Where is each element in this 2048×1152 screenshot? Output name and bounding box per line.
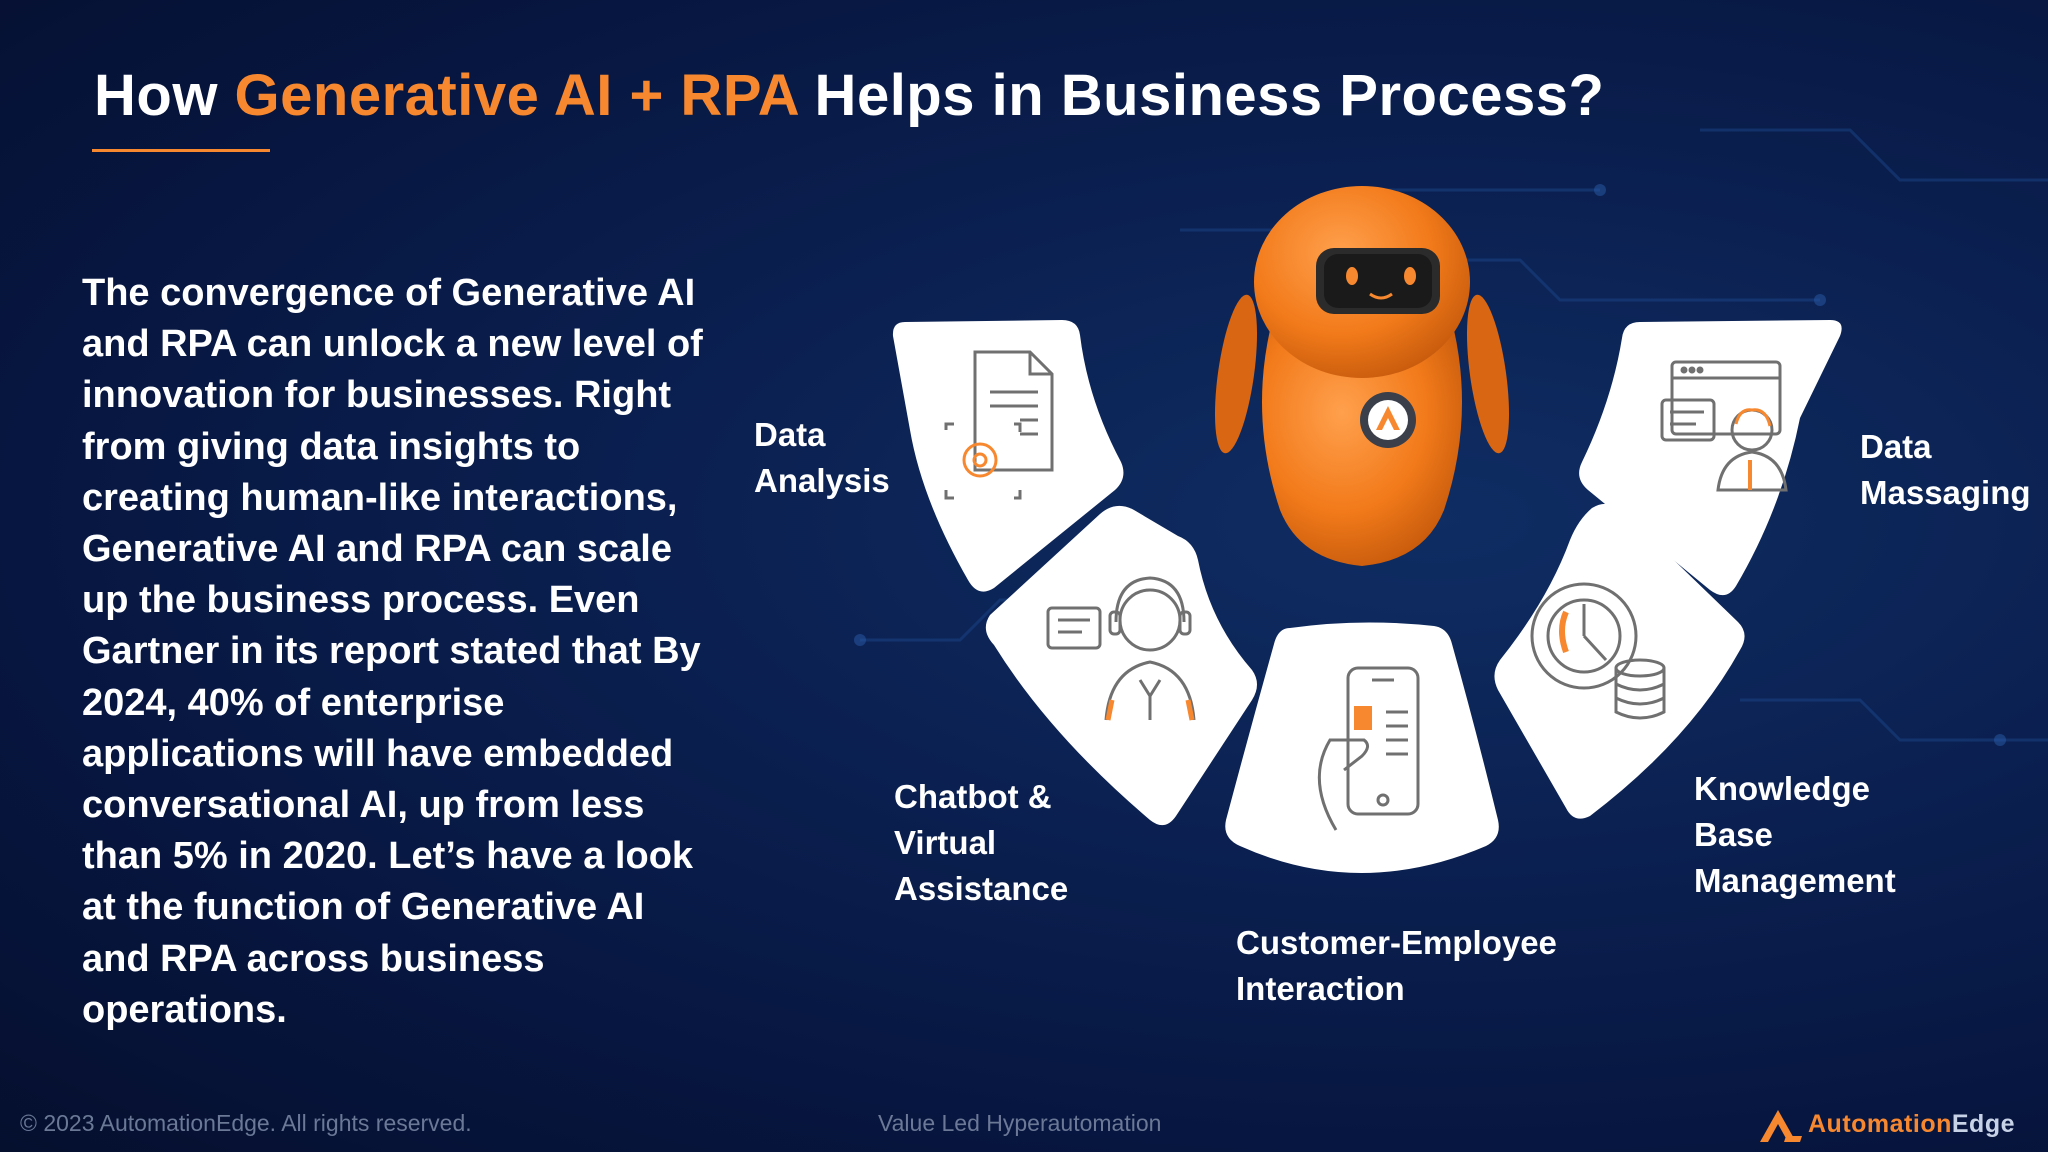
footer-tagline: Value Led Hyperautomation (878, 1110, 1162, 1136)
clock-database-icon (1530, 582, 1666, 720)
label-customer-employee: Customer-Employee Interaction (1236, 924, 1557, 1007)
mobile-phone-hand-icon (1317, 666, 1420, 831)
tile-knowledge-base (1494, 503, 1745, 819)
logo-wordmark: AutomationEdge (1808, 1110, 2015, 1139)
title-prefix: How (94, 63, 235, 128)
automationedge-logo-icon (1760, 1110, 1802, 1142)
title-highlight: Generative AI + RPA (234, 63, 798, 128)
title-suffix: Helps in Business Process? (797, 63, 1605, 128)
browser-person-icon (1660, 360, 1788, 492)
tile-chatbot (985, 505, 1257, 826)
tile-data-massaging (1579, 320, 1842, 596)
logo-part2: Edge (1951, 1110, 2015, 1138)
intro-paragraph: The convergence of Generative AI and RPA… (82, 272, 703, 1031)
document-gear-icon (944, 350, 1054, 500)
footer-copyright: © 2023 AutomationEdge. All rights reserv… (20, 1110, 472, 1136)
label-data-massaging: Data Massaging (1860, 428, 2031, 511)
label-data-analysis: Data Analysis (754, 416, 890, 499)
headset-agent-icon (1046, 576, 1196, 721)
robot-mascot (1214, 186, 1510, 566)
title-underline (92, 149, 270, 152)
tile-data-analysis (892, 320, 1124, 592)
label-knowledge-base: Knowledge Base Management (1694, 770, 1896, 899)
logo-part1: Automation (1808, 1110, 1952, 1138)
label-chatbot: Chatbot & Virtual Assistance (894, 778, 1069, 907)
tile-customer-employee (1225, 622, 1499, 873)
page-title: How Generative AI + RPA Helps in Busines… (94, 62, 1604, 129)
